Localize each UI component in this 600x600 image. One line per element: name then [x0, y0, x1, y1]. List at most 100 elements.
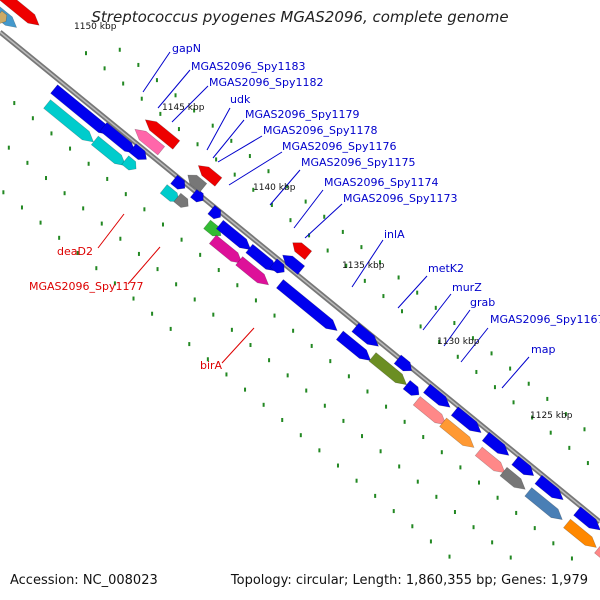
gene-label-spy1175[interactable]: MGAS2096_Spy1175 — [301, 156, 416, 169]
tick-dot — [329, 359, 332, 364]
tick-dot — [2, 190, 5, 195]
cds-map[interactable] — [474, 446, 506, 474]
accession-text: Accession: NC_008023 — [10, 573, 158, 588]
cds-blue-6[interactable] — [215, 219, 252, 251]
gene-label-murZ[interactable]: murZ — [452, 281, 482, 294]
gene-label-spy1167[interactable]: MGAS2096_Spy1167 — [490, 313, 600, 326]
tick-dot — [113, 281, 116, 286]
cds-blue-15[interactable] — [534, 474, 564, 501]
tick-dots — [2, 47, 589, 561]
tick-dot — [304, 199, 307, 204]
tick-dot — [268, 358, 271, 363]
gene-label-inlA[interactable]: inlA — [384, 228, 405, 241]
cds-blue-4[interactable] — [189, 188, 204, 203]
cds-grey-2[interactable] — [499, 466, 526, 490]
tick-dot — [161, 222, 164, 227]
cds-spy1177-red[interactable] — [197, 165, 223, 187]
cds-steel[interactable] — [524, 487, 563, 520]
tick-dot — [363, 278, 366, 283]
cds-blue-5[interactable] — [207, 204, 222, 220]
cds-blue-9[interactable] — [351, 322, 379, 347]
tick-label-1145: 1145 kbp — [162, 103, 205, 113]
cds-spy1174[interactable] — [208, 234, 243, 264]
cds-spy1177-grey[interactable] — [187, 174, 208, 193]
tick-dot — [509, 555, 512, 560]
tick-dot — [326, 248, 329, 253]
cds-blue-12[interactable] — [450, 406, 482, 433]
cds-grab[interactable] — [412, 396, 447, 426]
cds-pink-2[interactable] — [594, 545, 600, 568]
cds-murZ-2[interactable] — [402, 379, 420, 396]
cds-orange-2[interactable] — [563, 518, 597, 548]
gene-label-birA[interactable]: birA — [200, 359, 223, 372]
cds-spy1182[interactable] — [90, 135, 127, 167]
cds-blue-7[interactable] — [245, 243, 278, 272]
tick-dot — [472, 525, 475, 530]
gene-label-spy1176[interactable]: MGAS2096_Spy1176 — [282, 140, 397, 153]
cds-murZ[interactable] — [368, 352, 408, 386]
cds-birA-blue[interactable] — [282, 254, 306, 275]
gene-label-grab[interactable]: grab — [470, 296, 495, 309]
gene-label-spy1173[interactable]: MGAS2096_Spy1173 — [343, 192, 458, 205]
cds-spy1173[interactable] — [235, 256, 270, 286]
tick-dot — [267, 169, 270, 174]
gene-label-spy1179[interactable]: MGAS2096_Spy1179 — [245, 108, 360, 121]
tick-dot — [262, 402, 265, 407]
cds-blue-14[interactable] — [511, 455, 535, 476]
callout-line — [217, 135, 263, 163]
tick-dot — [270, 202, 273, 207]
gene-label-gapN[interactable]: gapN — [172, 42, 201, 55]
cds-deaD2-red[interactable] — [144, 119, 181, 150]
tick-dot — [206, 357, 209, 362]
tick-dot — [292, 328, 295, 333]
cds-blue-10[interactable] — [393, 354, 412, 372]
tick-dot — [459, 465, 462, 470]
cds-blue-16[interactable] — [573, 506, 600, 531]
tick-dot — [289, 218, 292, 223]
gene-label-map[interactable]: map — [531, 343, 555, 356]
gene-label-spy1177[interactable]: MGAS2096_Spy1177 — [29, 280, 144, 293]
cds-deaD2-multi[interactable] — [134, 128, 166, 156]
tick-dot — [345, 263, 348, 268]
tick-dot — [493, 385, 496, 390]
tick-dot — [100, 221, 103, 226]
tick-dot — [453, 510, 456, 515]
gene-label-spy1182[interactable]: MGAS2096_Spy1182 — [209, 76, 324, 89]
tick-dot — [308, 233, 311, 238]
tick-dot — [230, 138, 233, 143]
gene-label-spy1178[interactable]: MGAS2096_Spy1178 — [263, 124, 378, 137]
gene-label-spy1183[interactable]: MGAS2096_Spy1183 — [191, 60, 306, 73]
cds-gapN[interactable] — [43, 99, 94, 143]
cds-red-left[interactable] — [0, 0, 40, 26]
cds-left-tan[interactable] — [0, 10, 8, 24]
tick-dot — [140, 96, 143, 101]
cds-inlA[interactable] — [275, 279, 338, 331]
cds-birA-red[interactable] — [292, 242, 313, 261]
tick-dot — [453, 321, 456, 326]
gene-label-metK2[interactable]: metK2 — [428, 262, 464, 275]
tick-dot — [215, 157, 218, 162]
callout-line — [171, 85, 209, 123]
cds-blue-3[interactable] — [128, 143, 147, 160]
callout-lines — [97, 51, 530, 389]
cds-metK2[interactable] — [335, 330, 372, 361]
tick-dot — [230, 327, 233, 332]
cds-udk[interactable] — [121, 155, 137, 171]
cds-blue-11[interactable] — [422, 383, 451, 408]
gene-label-deaD2[interactable]: deaD2 — [57, 245, 93, 258]
cds-blue-13[interactable] — [481, 431, 510, 456]
cds-spy1167[interactable] — [439, 417, 475, 448]
gene-label-spy1174[interactable]: MGAS2096_Spy1174 — [324, 176, 439, 189]
tick-dot — [434, 305, 437, 310]
gene-label-udk[interactable]: udk — [230, 93, 251, 106]
cds-left-blue[interactable] — [0, 0, 18, 28]
cds-spy1178[interactable] — [170, 174, 186, 190]
callout-line — [127, 246, 161, 285]
tick-dot — [13, 101, 16, 106]
tick-dot — [416, 290, 419, 295]
tick-dot — [137, 251, 140, 256]
tick-dot — [193, 108, 196, 113]
cds-blue-8[interactable] — [269, 258, 285, 274]
cds-spy1176[interactable] — [173, 192, 189, 208]
tick-dot — [119, 236, 122, 241]
